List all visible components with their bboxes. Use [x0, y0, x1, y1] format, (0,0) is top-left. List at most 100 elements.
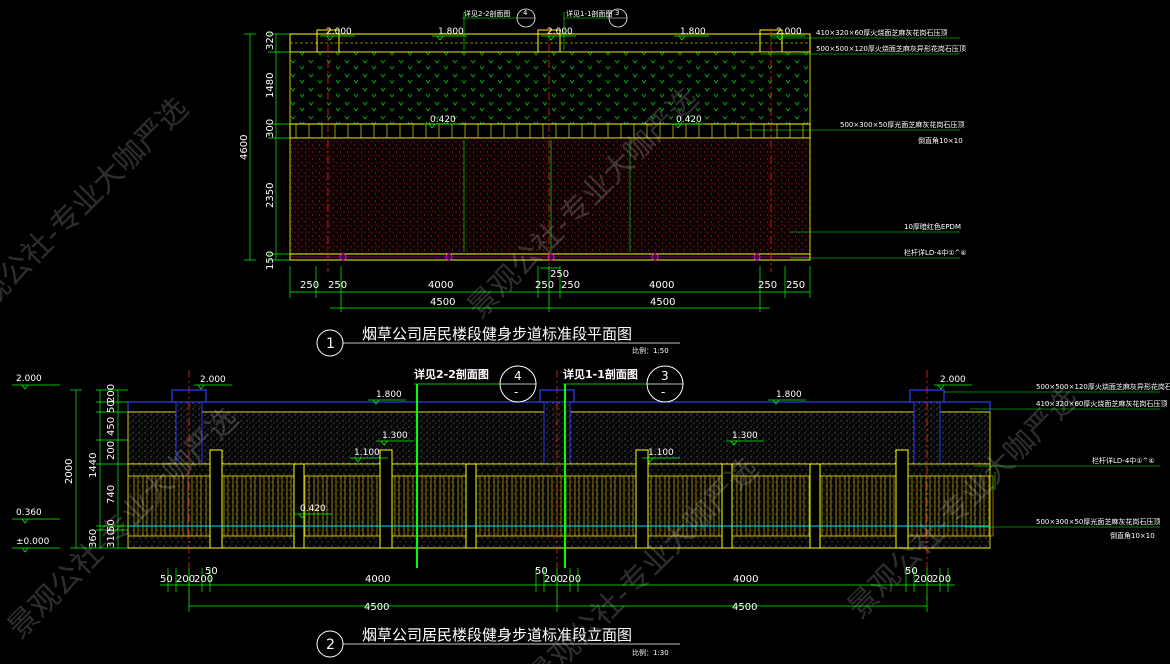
dim-label: 50 — [205, 566, 218, 577]
dim-label: 250 — [758, 280, 777, 291]
level-label: ±0.000 — [16, 537, 50, 547]
fence-bar — [286, 475, 292, 537]
dim-label: 250 — [300, 280, 319, 291]
fence-bar — [403, 475, 409, 537]
dim-label: 50 — [905, 566, 918, 577]
plan-horizontal-dimensions — [289, 266, 811, 312]
plan-elevation-label: 0.420 — [430, 115, 456, 125]
material-note: 栏杆详LD-4中①^④ — [1092, 456, 1155, 465]
fence-bar — [241, 475, 247, 537]
section-ref-sheet: - — [661, 385, 665, 399]
fence-bar — [511, 475, 517, 537]
level-label: 2.000 — [16, 374, 42, 384]
elev-section-reference[interactable]: 详见2-2剖面图 4 - — [414, 365, 537, 568]
fence-bar — [655, 475, 661, 537]
material-note: 410×320×60厚火烧面芝麻灰花岗石压顶 — [1036, 399, 1167, 408]
plan-epdm-track — [289, 137, 811, 255]
dim-label: 4000 — [733, 574, 758, 585]
plan-section-reference[interactable]: 详见2-2剖面图 4 — [462, 8, 536, 28]
dim-label: 200 — [932, 574, 951, 585]
fence-bar — [970, 475, 976, 537]
fence-bar — [322, 475, 328, 537]
fence-bar — [259, 475, 265, 537]
plan-section-reference[interactable]: 详见1-1剖面图 3 — [564, 8, 628, 28]
level-label: 0.360 — [16, 508, 42, 518]
section-ref-number: 4 — [514, 369, 522, 383]
fence-bar — [142, 475, 148, 537]
section-ref-number: 3 — [661, 369, 669, 383]
elevation-label: 1.100 — [648, 448, 674, 458]
dim-label: 250 — [535, 280, 554, 291]
dim-label: 300 — [265, 119, 276, 138]
fence-bar — [709, 475, 715, 537]
material-note: 倒直角10×10 — [918, 136, 963, 145]
fence-bar — [934, 475, 940, 537]
material-note: 栏杆详LD-4中①^④ — [904, 248, 967, 257]
fence-bar — [601, 475, 607, 537]
fence-bar — [277, 475, 283, 537]
plan-elevation-label: 0.420 — [676, 115, 702, 125]
fence-bar — [889, 475, 895, 537]
dim-label: 1440 — [88, 453, 99, 478]
dim-label: 200 — [106, 384, 117, 403]
dim-label: 2000 — [64, 459, 75, 484]
dim-label: 200 — [176, 574, 195, 585]
dim-label: 200 — [106, 441, 117, 460]
fence-bar — [754, 475, 760, 537]
fence-bar — [448, 475, 454, 537]
section-ref-label: 详见2-2剖面图 — [414, 367, 489, 381]
dim-label: 310 — [106, 529, 117, 548]
dim-label: 250 — [328, 280, 347, 291]
fence-bar — [313, 475, 319, 537]
fence-bar — [853, 475, 859, 537]
fence-bar — [331, 475, 337, 537]
fence-bar — [223, 475, 229, 537]
fence-bar — [799, 475, 805, 537]
fence-bar — [358, 475, 364, 537]
dim-label: 200 — [914, 574, 933, 585]
fence-bar — [484, 475, 490, 537]
fence-bar — [880, 475, 886, 537]
dim-label: 4500 — [732, 602, 757, 613]
elevation-label: 1.300 — [382, 431, 408, 441]
section-ref-label: 详见1-1剖面图 — [566, 9, 612, 18]
plan-vertical-dimensions — [244, 33, 290, 261]
drawing-title: 烟草公司居民楼段健身步道标准段立面图 — [362, 626, 632, 644]
dim-label: 50 — [160, 574, 173, 585]
dim-label: 250 — [561, 280, 580, 291]
elevation-label: 2.000 — [940, 375, 966, 385]
section-ref-number: 4 — [523, 9, 528, 17]
fence-bar — [745, 475, 751, 537]
fence-bar — [133, 475, 139, 537]
elev-center-lines — [188, 370, 928, 600]
fence-bar — [538, 475, 544, 537]
fence-bar — [673, 475, 679, 537]
fence-bar — [529, 475, 535, 537]
material-note: 10厚暗红色EPDM — [904, 222, 961, 231]
watermark-text: 景观公社-专业大咖严选 — [0, 91, 195, 336]
drawing-title: 烟草公司居民楼段健身步道标准段平面图 — [362, 325, 632, 343]
plan-center-lines — [327, 28, 772, 272]
fence-bar — [592, 475, 598, 537]
dim-label: 4500 — [364, 602, 389, 613]
fence-bar — [772, 475, 778, 537]
material-note: 倒直角10×10 — [1110, 531, 1155, 540]
dim-label: 250 — [550, 269, 569, 280]
elev-posts — [209, 449, 909, 549]
fence-bar — [574, 475, 580, 537]
elevation-label: 2.000 — [200, 375, 226, 385]
dim-label: 2350 — [265, 183, 276, 208]
fence-bar — [961, 475, 967, 537]
fence-bar — [763, 475, 769, 537]
plan-edging-joints — [295, 124, 804, 138]
fence-bar — [394, 475, 400, 537]
dim-label: 450 — [106, 417, 117, 436]
elev-section-reference[interactable]: 详见1-1剖面图 3 - — [563, 365, 684, 568]
dim-label: 1480 — [265, 73, 276, 98]
elev-left-levels: 2.000 0.360 ±0.000 — [12, 374, 60, 553]
dim-label: 360 — [88, 529, 99, 548]
fence-bar — [349, 475, 355, 537]
fence-bar — [610, 475, 616, 537]
plan-elevation-label: 1.800 — [438, 27, 464, 37]
fence-bar — [151, 475, 157, 537]
